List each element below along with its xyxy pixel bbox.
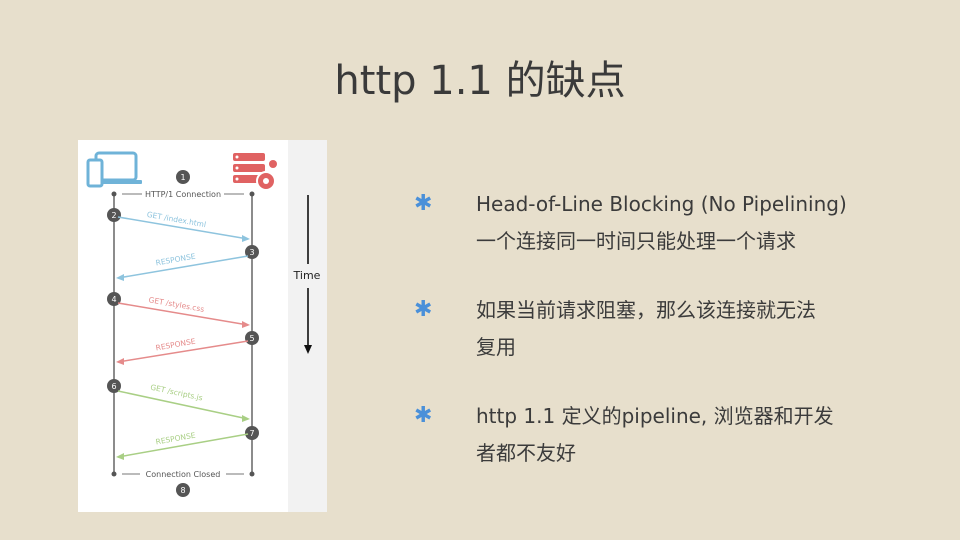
svg-text:3: 3 (249, 248, 254, 257)
laptop-phone-icon (86, 151, 142, 188)
msg-response-1: RESPONSE (116, 252, 249, 281)
bullet-line: 复用 (476, 335, 516, 359)
bullet-item: ✱ http 1.1 定义的pipeline, 浏览器和开发 者都不友好 (414, 398, 934, 472)
bullet-line: Head-of-Line Blocking (No Pipelining) (476, 192, 847, 216)
asterisk-icon: ✱ (414, 297, 433, 322)
asterisk-icon: ✱ (414, 191, 433, 216)
bullet-item: ✱ 如果当前请求阻塞，那么该连接就无法 复用 (414, 292, 934, 366)
bullet-line: 者都不友好 (476, 441, 576, 465)
step-1: 1 (176, 170, 190, 184)
step-6: 6 (107, 379, 121, 393)
svg-text:4: 4 (111, 295, 116, 304)
svg-text:5: 5 (249, 334, 254, 343)
svg-text:1: 1 (180, 173, 185, 182)
bullet-text: 如果当前请求阻塞，那么该连接就无法 复用 (476, 292, 934, 366)
bullet-item: ✱ Head-of-Line Blocking (No Pipelining) … (414, 186, 934, 260)
step-2: 2 (107, 208, 121, 222)
svg-text:6: 6 (111, 382, 116, 391)
svg-text:7: 7 (249, 429, 254, 438)
asterisk-icon: ✱ (414, 403, 433, 428)
msg-get-index: GET /index.html (117, 210, 250, 242)
connection-label: HTTP/1 Connection (145, 190, 221, 199)
svg-text:GET /styles.css: GET /styles.css (148, 295, 205, 314)
slide-title: http 1.1 的缺点 (334, 58, 626, 104)
time-label: Time (293, 269, 321, 282)
bullet-text: http 1.1 定义的pipeline, 浏览器和开发 者都不友好 (476, 398, 934, 472)
msg-response-2: RESPONSE (116, 337, 249, 365)
sequence-diagram-svg: HTTP/1 Connection Connection Closed 1 2 … (86, 140, 327, 512)
msg-response-3: RESPONSE (116, 431, 249, 460)
msg-get-styles: GET /styles.css (117, 295, 250, 328)
connection-closed-label: Connection Closed (146, 470, 221, 479)
server-gear-icon (233, 153, 277, 191)
step-7: 7 (245, 426, 259, 440)
step-4: 4 (107, 292, 121, 306)
step-5: 5 (245, 331, 259, 345)
http-connection-diagram: HTTP/1 Connection Connection Closed 1 2 … (78, 140, 327, 512)
bullet-list: ✱ Head-of-Line Blocking (No Pipelining) … (414, 186, 934, 504)
msg-get-scripts: GET /scripts.js (117, 383, 250, 422)
svg-text:8: 8 (180, 486, 185, 495)
step-3: 3 (245, 245, 259, 259)
bullet-text: Head-of-Line Blocking (No Pipelining) 一个… (476, 186, 934, 260)
bullet-line: 一个连接同一时间只能处理一个请求 (476, 229, 796, 253)
svg-text:2: 2 (111, 211, 116, 220)
step-8: 8 (176, 483, 190, 497)
bullet-line: 如果当前请求阻塞，那么该连接就无法 (476, 298, 816, 322)
bullet-line: http 1.1 定义的pipeline, 浏览器和开发 (476, 404, 834, 428)
time-arrow-icon (304, 195, 312, 354)
